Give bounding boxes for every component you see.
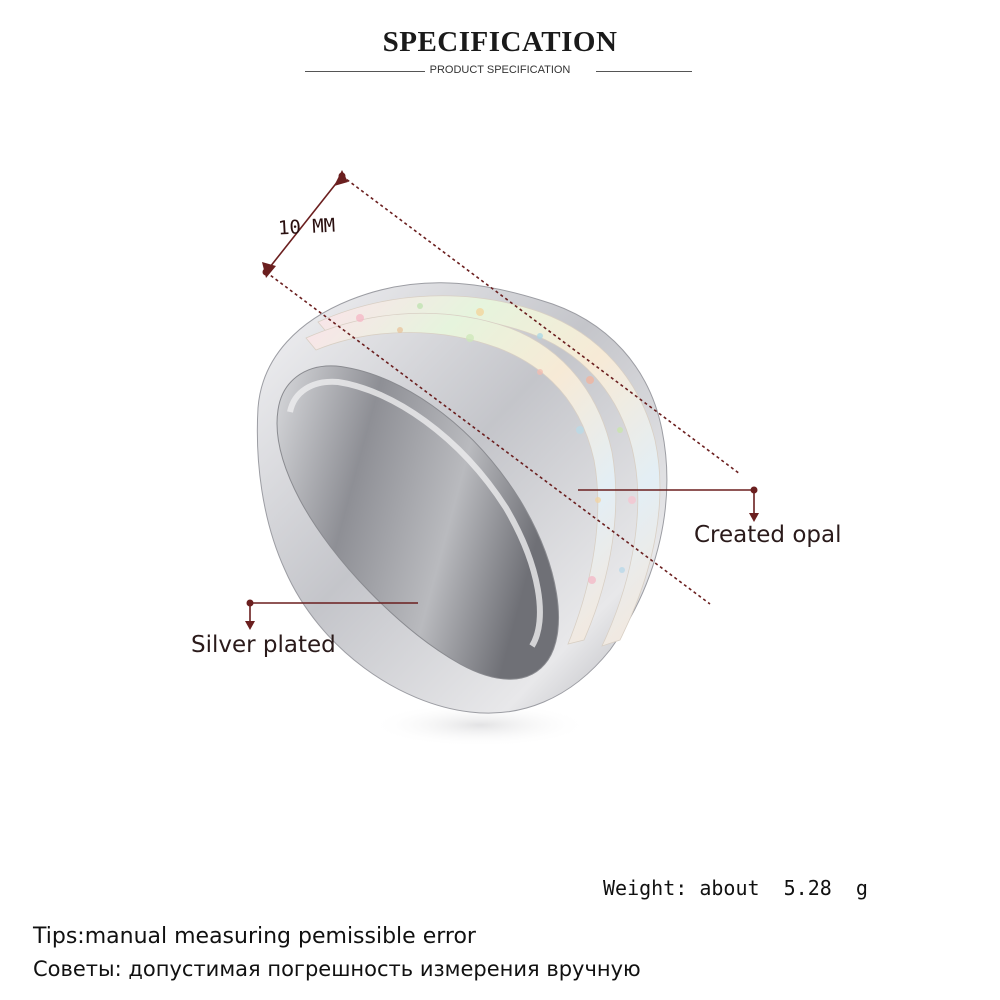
arrow-down-head xyxy=(262,262,276,278)
width-arrow-line xyxy=(265,175,343,273)
opal-speckles xyxy=(356,303,636,584)
silver-marker xyxy=(246,599,254,607)
silver-arrow-head xyxy=(245,621,255,630)
subtitle-right-divider xyxy=(596,71,692,72)
subtitle-left-divider xyxy=(305,71,425,72)
dimension-lines xyxy=(249,175,755,624)
tips-english: Tips:manual measuring pemissible error xyxy=(33,924,476,949)
page-subtitle: PRODUCT SPECIFICATION xyxy=(429,64,571,76)
opal-marker xyxy=(750,486,758,494)
ring-reflection xyxy=(370,703,590,747)
arrow-up-head xyxy=(334,170,348,186)
page-title: SPECIFICATION xyxy=(382,26,618,58)
guide-line-top xyxy=(341,175,741,475)
dimension-markers xyxy=(245,170,759,630)
tips-russian: Советы: допустимая погрешность измерения… xyxy=(33,957,641,981)
opal-arrow-head xyxy=(749,513,759,522)
opal-inlay-outer xyxy=(317,295,661,647)
guide-line-bottom xyxy=(265,271,711,605)
ring-inner-opening xyxy=(276,365,560,680)
weight-label: Weight: about 5.28 g xyxy=(603,876,868,900)
width-dimension-label: 10 MM xyxy=(277,214,336,240)
created-opal-label: Created opal xyxy=(694,522,842,548)
ring-inner-rim xyxy=(287,378,543,648)
silver-plated-label: Silver plated xyxy=(191,632,336,658)
opal-inlay-inner xyxy=(305,312,617,645)
